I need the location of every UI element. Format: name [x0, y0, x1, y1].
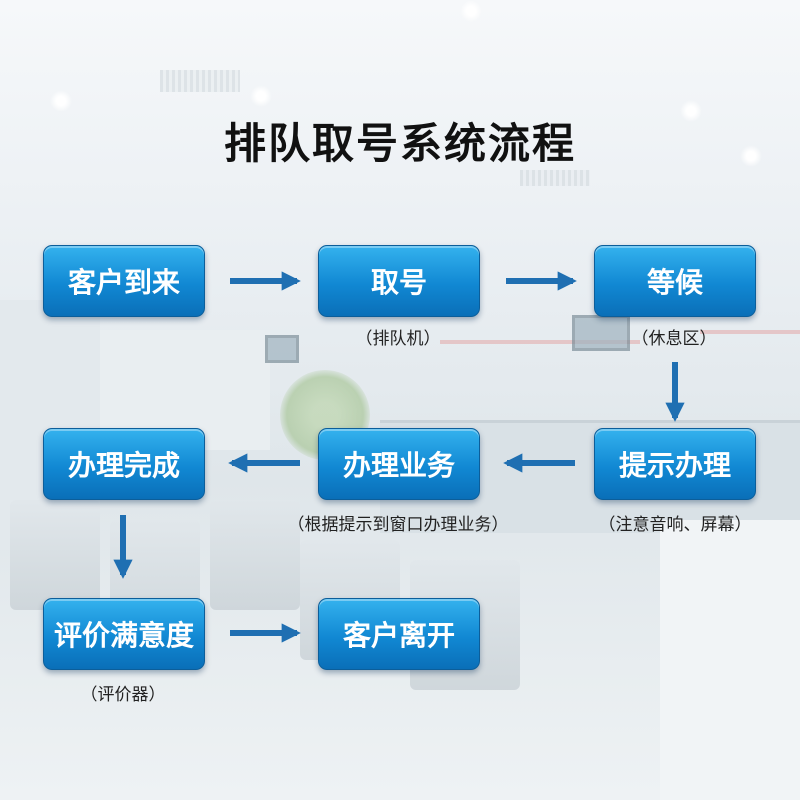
- wall-screen: [265, 335, 299, 363]
- note-take-ticket: （排队机）: [355, 329, 441, 349]
- waiting-chair: [10, 500, 100, 610]
- step-customer-arrives: 客户到来: [43, 245, 205, 317]
- wall-stripe: [440, 340, 640, 344]
- ceiling-light: [50, 90, 72, 112]
- step-take-ticket: 取号: [318, 245, 480, 317]
- note-evaluate: （评价器）: [80, 685, 166, 705]
- step-complete: 办理完成: [43, 428, 205, 500]
- step-prompt: 提示办理: [594, 428, 756, 500]
- step-wait: 等候: [594, 245, 756, 317]
- waiting-chair: [210, 500, 300, 610]
- front-desk: [660, 520, 800, 800]
- ceiling-light: [680, 100, 702, 122]
- note-prompt: （注意音响、屏幕）: [598, 515, 752, 535]
- step-handle-business: 办理业务: [318, 428, 480, 500]
- ceiling-vent: [160, 70, 240, 92]
- step-customer-leaves: 客户离开: [318, 598, 480, 670]
- ceiling-light: [250, 85, 272, 107]
- step-evaluate: 评价满意度: [43, 598, 205, 670]
- note-wait: （休息区）: [631, 329, 717, 349]
- wall-stripe: [700, 330, 800, 334]
- ceiling-vent: [520, 170, 590, 186]
- note-handle-business: （根据提示到窗口办理业务）: [287, 515, 509, 535]
- diagram-title: 排队取号系统流程: [223, 119, 576, 168]
- ceiling-light: [740, 145, 762, 167]
- ceiling-light: [460, 0, 482, 22]
